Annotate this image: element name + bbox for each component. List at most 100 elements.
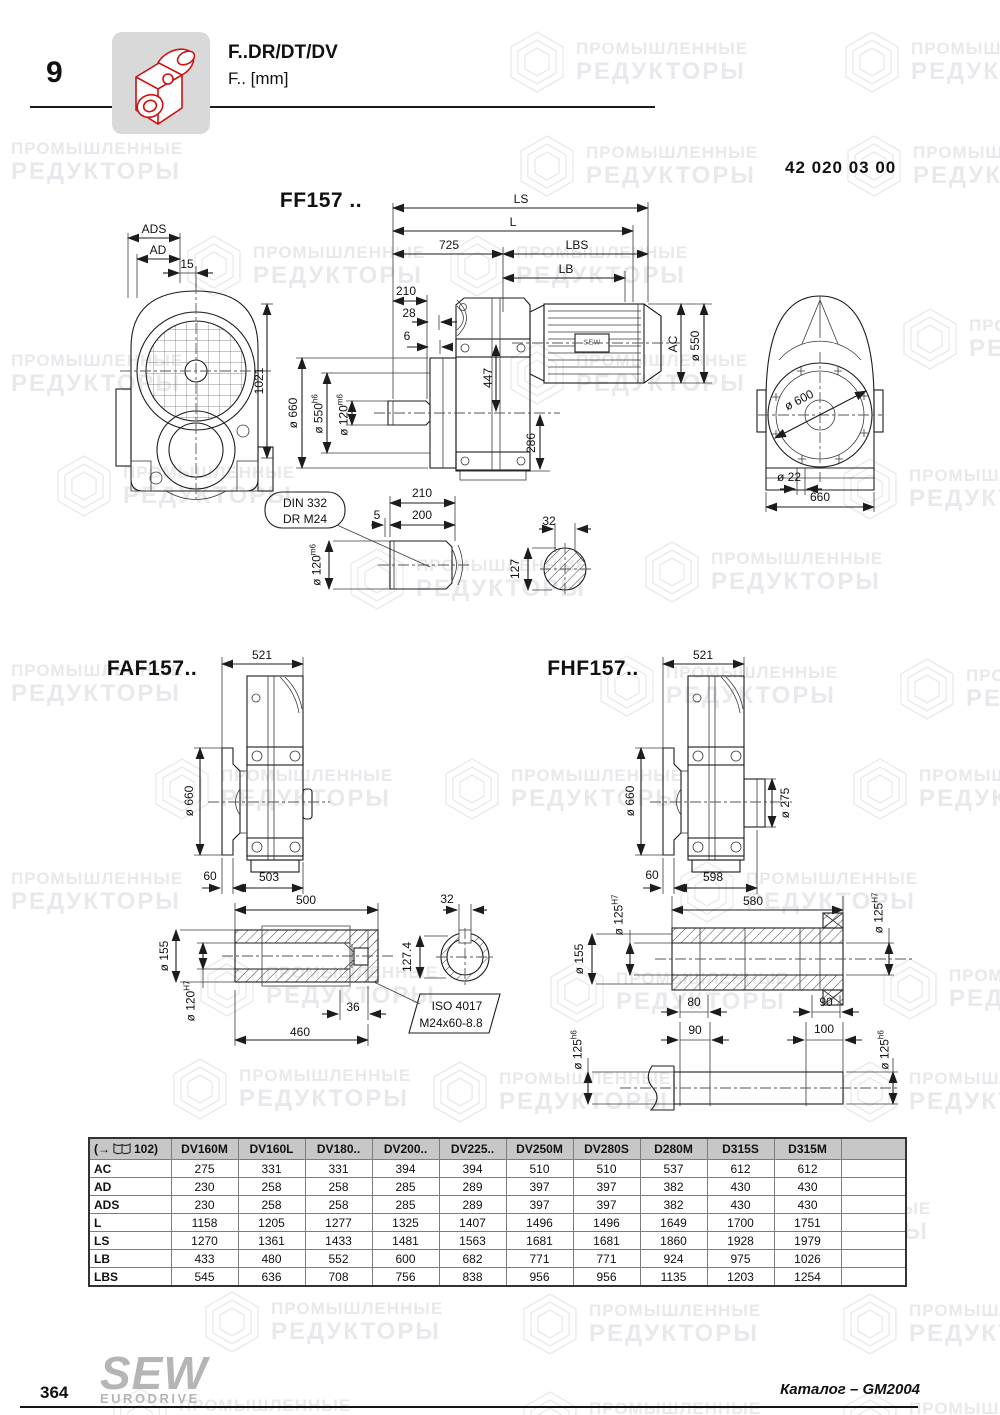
dim-value: 331 [237,1159,306,1178]
dim-ls: LS [513,192,529,206]
dim-lbs: LBS [565,238,589,252]
table-col-header: DV250M [505,1137,574,1160]
dim-value: 430 [773,1195,842,1214]
dim-value: 1205 [237,1213,306,1232]
dim-faf-60: 60 [203,869,217,883]
dim-value: 394 [438,1159,507,1178]
dim-faf-460: 460 [289,1025,311,1039]
dim-value: 1700 [706,1213,775,1232]
dim-value: 433 [170,1249,239,1268]
dim-value: 1158 [170,1213,239,1232]
dim-value: 394 [371,1159,440,1178]
dim-value: 612 [773,1159,842,1178]
dim-286: 286 [524,432,538,454]
dim-fhf-dia275: ø 275 [778,787,792,819]
dim-value: 1681 [505,1231,574,1250]
chapter-number: 9 [46,56,63,89]
dim-fhf-dia125-h6-right: ø 125h6 [876,1030,892,1070]
dim-fhf-580: 580 [742,894,764,908]
page-number: 364 [40,1383,69,1402]
dim-value [840,1213,907,1232]
dim-value: 771 [572,1249,641,1268]
dim-fhf-80: 80 [687,995,701,1009]
dim-value: 1325 [371,1213,440,1232]
dim-value: 1979 [773,1231,842,1250]
dim-fhf-dia155: ø 155 [572,943,586,975]
dim-faf-dia120-H7: ø 120H7 [182,980,198,1022]
sew-eurodrive-logo: SEW EURODRIVE [100,1347,208,1406]
dim-lb: LB [558,262,574,276]
dim-faf-503: 503 [258,870,280,884]
ff157-front-view [115,233,274,503]
book-icon [113,1143,131,1155]
callout-din332: DIN 332 [282,496,328,510]
dim-6: 6 [403,329,411,343]
dim-value: 285 [371,1195,440,1214]
dim-value: 756 [371,1267,440,1287]
dim-value: 612 [706,1159,775,1178]
table-col-header: DV180.. [304,1137,373,1160]
table-col-header: D315S [706,1137,775,1160]
dim-fhf-90a: 90 [819,995,833,1009]
dim-shaft-210: 210 [411,486,433,500]
dim-fhf-dia125-h6-left: ø 125h6 [569,1030,585,1070]
dim-725: 725 [438,238,460,252]
dim-l: L [509,215,517,229]
part-number: 42 020 03 00 [785,158,897,177]
dim-660: 660 [809,490,831,504]
footer-rule [20,1406,918,1408]
fhf157-title: FHF157.. [547,657,639,680]
faf157-title: FAF157.. [106,657,198,680]
ff157-title: FF157 .. [279,189,363,212]
dim-value: 924 [639,1249,708,1268]
dim-value: 258 [304,1195,373,1214]
row-label: L [88,1213,172,1232]
dim-dia660: ø 660 [286,397,300,429]
dim-value: 1681 [572,1231,641,1250]
dim-value: 682 [438,1249,507,1268]
dim-ads: ADS [141,222,167,236]
dim-value: 1563 [438,1231,507,1250]
dim-value: 1203 [706,1267,775,1287]
dim-28: 28 [402,306,416,320]
dim-value: 382 [639,1177,708,1196]
table-col-header: DV200.. [371,1137,440,1160]
dim-value: 1361 [237,1231,306,1250]
table-col-header: DV160M [170,1137,239,1160]
dim-value: 331 [304,1159,373,1178]
faf157-view [194,657,330,894]
dim-value: 510 [505,1159,574,1178]
callout-iso4017: ISO 4017 [431,999,483,1013]
dim-fhf-100: 100 [813,1022,835,1036]
callout-m24x60: M24x60-8.8 [419,1016,483,1030]
row-label: LS [88,1231,172,1250]
table-col-header [840,1137,907,1160]
dim-value: 397 [572,1177,641,1196]
dim-value: 1254 [773,1267,842,1287]
row-label: AD [88,1177,172,1196]
dim-value: 956 [572,1267,641,1287]
dim-value: 480 [237,1249,306,1268]
faf157-shaft-detail [171,903,501,1046]
dim-value: 397 [572,1195,641,1214]
page-title: F..DR/DT/DV [228,42,338,63]
dim-faf-dia660: ø 660 [182,785,196,817]
dim-value: 510 [572,1159,641,1178]
dim-faf-dia155: ø 155 [157,940,171,972]
dim-shaft-127: 127 [508,558,522,580]
ff157-shaft-detail [264,491,592,597]
dim-value: 975 [706,1249,775,1268]
table-col-header: DV225.. [438,1137,507,1160]
dim-shaft-dia120-m6: ø 120m6 [308,544,324,586]
dim-15: 15 [180,257,194,271]
table-col-header: DV160L [237,1137,306,1160]
dim-value: 956 [505,1267,574,1287]
dim-faf-500: 500 [295,893,317,907]
